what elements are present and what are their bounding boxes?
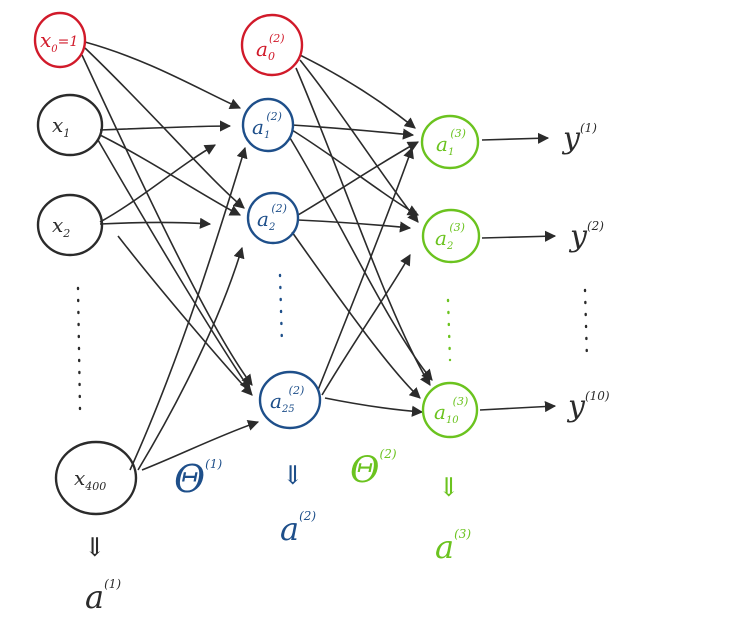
hidden-ellipsis [278, 273, 284, 347]
edge-a0-o10 [295, 67, 431, 386]
input-ellipsis [76, 286, 82, 412]
theta1-label: Θ(1) [174, 457, 222, 501]
hidden-node-a25: a25(2) [258, 370, 322, 430]
edge-x2-a2 [99, 217, 212, 229]
edge-x0-a1 [84, 41, 242, 109]
input-to-hidden-edges [81, 41, 260, 471]
output-node-a1: a1(3) [420, 114, 480, 170]
activation-a3-label: a(3) [435, 527, 471, 566]
edge-o10-y10 [479, 400, 557, 413]
edge-a1-o10 [289, 137, 433, 381]
input-bias-label: x0=1 [40, 28, 78, 55]
input-node-x400: x400 [54, 440, 138, 516]
input-node-x400-label: x400 [74, 466, 106, 493]
edge-a0-o2 [299, 59, 419, 223]
output-to-y-edges [479, 132, 557, 413]
edge-x1-a2 [99, 134, 242, 216]
y-ellipsis [583, 288, 589, 362]
hidden-to-output-edges [289, 54, 433, 417]
edge-a0-o1 [299, 54, 416, 129]
edge-a2-o2 [297, 219, 412, 233]
input-bias-node: x0=1 [33, 11, 87, 69]
edge-a1-o2 [291, 129, 419, 216]
edge-x400-a1 [129, 146, 248, 471]
activation-a2-label: a(2) [280, 509, 316, 548]
output-node-a1-label: a1(3) [436, 127, 466, 158]
hidden-node-a25-label: a25(2) [270, 384, 304, 415]
theta2-annotation: Θ(2) [350, 447, 397, 491]
hidden-node-a2: a2(2) [246, 191, 300, 245]
edge-a25-o2 [321, 254, 411, 396]
implies-arrow-3: ⇓ [438, 473, 460, 503]
output-node-a10-label: a10(3) [434, 395, 468, 426]
hidden-node-a2-label: a2(2) [257, 202, 287, 233]
edge-a1-o1 [291, 124, 415, 140]
implies-arrow-2: ⇓ [282, 461, 304, 491]
edge-x0-a25 [81, 54, 253, 386]
hidden-bias-label: a0(2) [256, 32, 285, 63]
edge-x2-a25 [117, 235, 253, 396]
input-node-x1-label: x1 [52, 113, 70, 140]
edge-o2-y2 [481, 230, 557, 242]
edge-x2-a1 [99, 144, 216, 223]
output-label-y2: y(2) [568, 219, 604, 254]
edge-o1-y1 [481, 132, 550, 144]
output-ellipsis [446, 298, 452, 362]
hidden-node-a1-label: a1(2) [252, 110, 282, 141]
output-label-y1: y(1) [561, 121, 597, 156]
edge-a25-o1 [317, 146, 414, 391]
edge-x400-a2 [137, 246, 245, 471]
input-node-x2-label: x2 [52, 213, 70, 240]
implies-arrow-1: ⇓ [84, 533, 106, 563]
hidden-bias-node: a0(2) [240, 13, 304, 77]
output-node-a2-label: a2(3) [435, 221, 465, 252]
theta1-annotation: Θ(1) [174, 457, 222, 501]
output-node-a10: a10(3) [421, 381, 479, 439]
input-node-x2: x2 [36, 193, 104, 257]
edge-x1-a1 [99, 120, 232, 132]
edge-a25-o10 [324, 397, 424, 417]
theta2-label: Θ(2) [350, 447, 397, 491]
hidden-node-a1: a1(2) [241, 97, 295, 153]
output-label-y10: y(10) [566, 389, 610, 424]
activation-a1-label: a(1) [85, 577, 121, 616]
edge-x400-a25 [141, 419, 260, 471]
edge-x1-a25 [97, 139, 251, 391]
output-node-a2: a2(3) [421, 208, 481, 264]
input-node-x1: x1 [36, 93, 104, 157]
